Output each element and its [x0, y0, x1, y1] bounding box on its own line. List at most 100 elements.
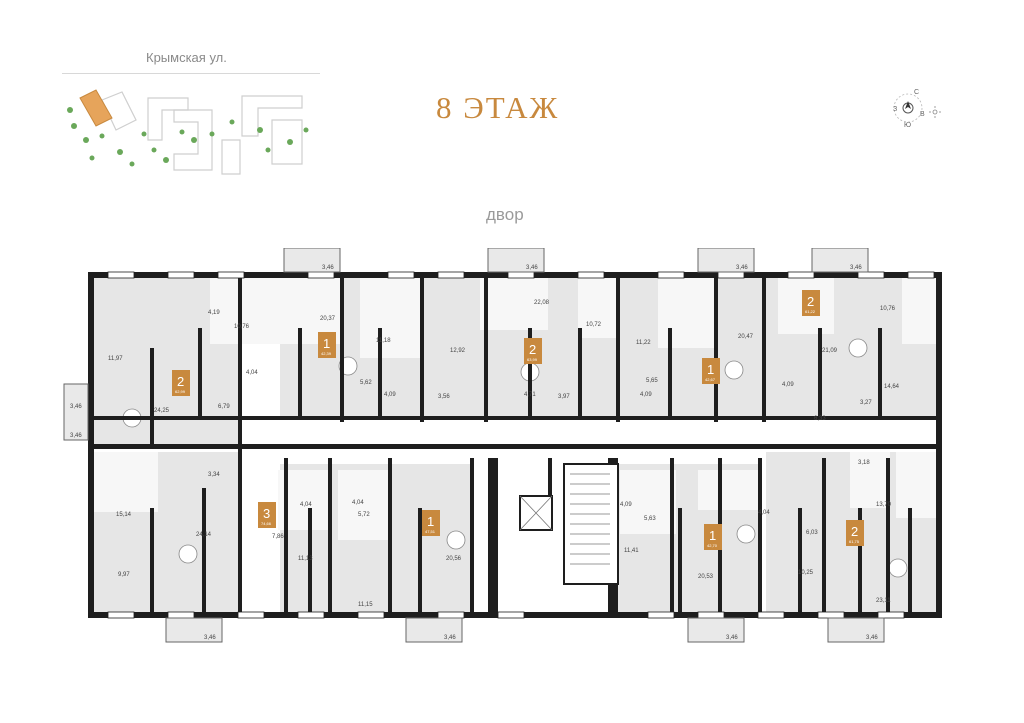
room-light — [902, 274, 942, 344]
compass-east: В — [920, 111, 925, 118]
wall — [822, 458, 826, 618]
room-area: 12,92 — [450, 348, 466, 354]
window — [307, 271, 335, 279]
street-line — [62, 73, 320, 74]
apartment-area: 42,39 — [321, 351, 332, 356]
window — [857, 271, 885, 279]
room-area: 3,27 — [860, 400, 872, 406]
wall — [198, 328, 202, 418]
window — [217, 271, 245, 279]
room-area: 4,09 — [620, 502, 632, 508]
dining-table — [724, 360, 744, 380]
wall — [378, 328, 382, 418]
room-area: 3,46 — [70, 404, 82, 410]
wall — [88, 444, 942, 449]
window — [657, 271, 685, 279]
apartment-rooms: 2 — [177, 374, 184, 389]
room-area: 6,79 — [218, 404, 230, 410]
apartment-area: 74,66 — [261, 521, 272, 526]
wall — [616, 272, 620, 422]
room-area: 6,03 — [806, 530, 818, 536]
window — [647, 611, 675, 619]
apartment-badge — [846, 520, 864, 546]
room-area: 10,72 — [586, 322, 602, 328]
wall — [150, 508, 154, 618]
wall — [488, 458, 498, 618]
window — [297, 611, 325, 619]
room-area: 4,09 — [384, 392, 396, 398]
room-area: 13,70 — [876, 502, 892, 508]
compass-north: С — [914, 89, 919, 96]
room-light — [698, 470, 762, 510]
room-area: 10,76 — [234, 324, 250, 330]
room-light — [338, 470, 388, 540]
room-area: 10,76 — [880, 306, 896, 312]
apartment-badge — [318, 332, 336, 358]
apartment-rooms: 1 — [427, 514, 434, 529]
wall — [818, 328, 822, 418]
room-area: 15,14 — [116, 512, 132, 518]
balcony — [687, 617, 745, 643]
balcony — [697, 248, 755, 273]
wall — [798, 508, 802, 618]
balcony-area: 3,46 — [444, 635, 456, 641]
dining-table — [888, 558, 908, 578]
wall — [758, 458, 762, 618]
site-map — [67, 89, 309, 175]
balcony — [827, 617, 885, 643]
apartment-badge — [702, 358, 720, 384]
room-area: 9,97 — [118, 572, 130, 578]
room-area: 4,09 — [640, 392, 652, 398]
elevator-cross — [519, 495, 553, 531]
wall — [298, 328, 302, 418]
room-light — [896, 452, 942, 518]
apartment-area: 61,75 — [849, 539, 860, 544]
room-area: 4,04 — [246, 370, 258, 376]
balcony — [283, 248, 341, 273]
room-light — [480, 274, 548, 330]
room-area: 11,41 — [624, 548, 639, 554]
wall — [858, 508, 862, 618]
apartment-badge — [704, 524, 722, 550]
wall — [328, 458, 332, 618]
room-area: 5,65 — [646, 378, 658, 384]
window — [497, 611, 525, 619]
window — [167, 271, 195, 279]
room-light — [88, 452, 158, 512]
wall — [340, 272, 344, 422]
room-area: 20,56 — [446, 556, 462, 562]
room-area: 7,86 — [272, 534, 284, 540]
balcony-area: 3,46 — [736, 265, 748, 271]
room-area: 4,71 — [524, 392, 536, 398]
window — [437, 611, 465, 619]
room-light — [578, 274, 620, 338]
window — [787, 271, 815, 279]
room-area: 3,34 — [208, 472, 220, 478]
balcony-area: 3,46 — [204, 635, 216, 641]
room-area: 10,25 — [798, 570, 814, 576]
room-light — [210, 274, 280, 344]
room-area: 21,09 — [822, 348, 838, 354]
trees — [67, 107, 309, 167]
room-area: 22,08 — [534, 300, 550, 306]
apartment-rooms: 2 — [529, 342, 536, 357]
balcony — [811, 248, 869, 273]
compass-west: З — [893, 106, 897, 113]
room-area: 3,97 — [558, 394, 570, 400]
apartment-area: 61,22 — [805, 309, 816, 314]
apartment-area: 47,51 — [425, 529, 436, 534]
balcony — [63, 383, 89, 441]
window — [167, 611, 195, 619]
apartment-badge — [258, 502, 276, 528]
courtyard-label: двор — [486, 205, 524, 224]
dining-table — [848, 338, 868, 358]
window — [107, 271, 135, 279]
wall — [908, 508, 912, 618]
room-area: 11,15 — [358, 602, 373, 608]
wall — [548, 458, 552, 518]
dining-table — [736, 524, 756, 544]
balcony — [165, 617, 223, 643]
room-area: 23,11 — [876, 598, 891, 604]
room-light — [360, 274, 420, 358]
